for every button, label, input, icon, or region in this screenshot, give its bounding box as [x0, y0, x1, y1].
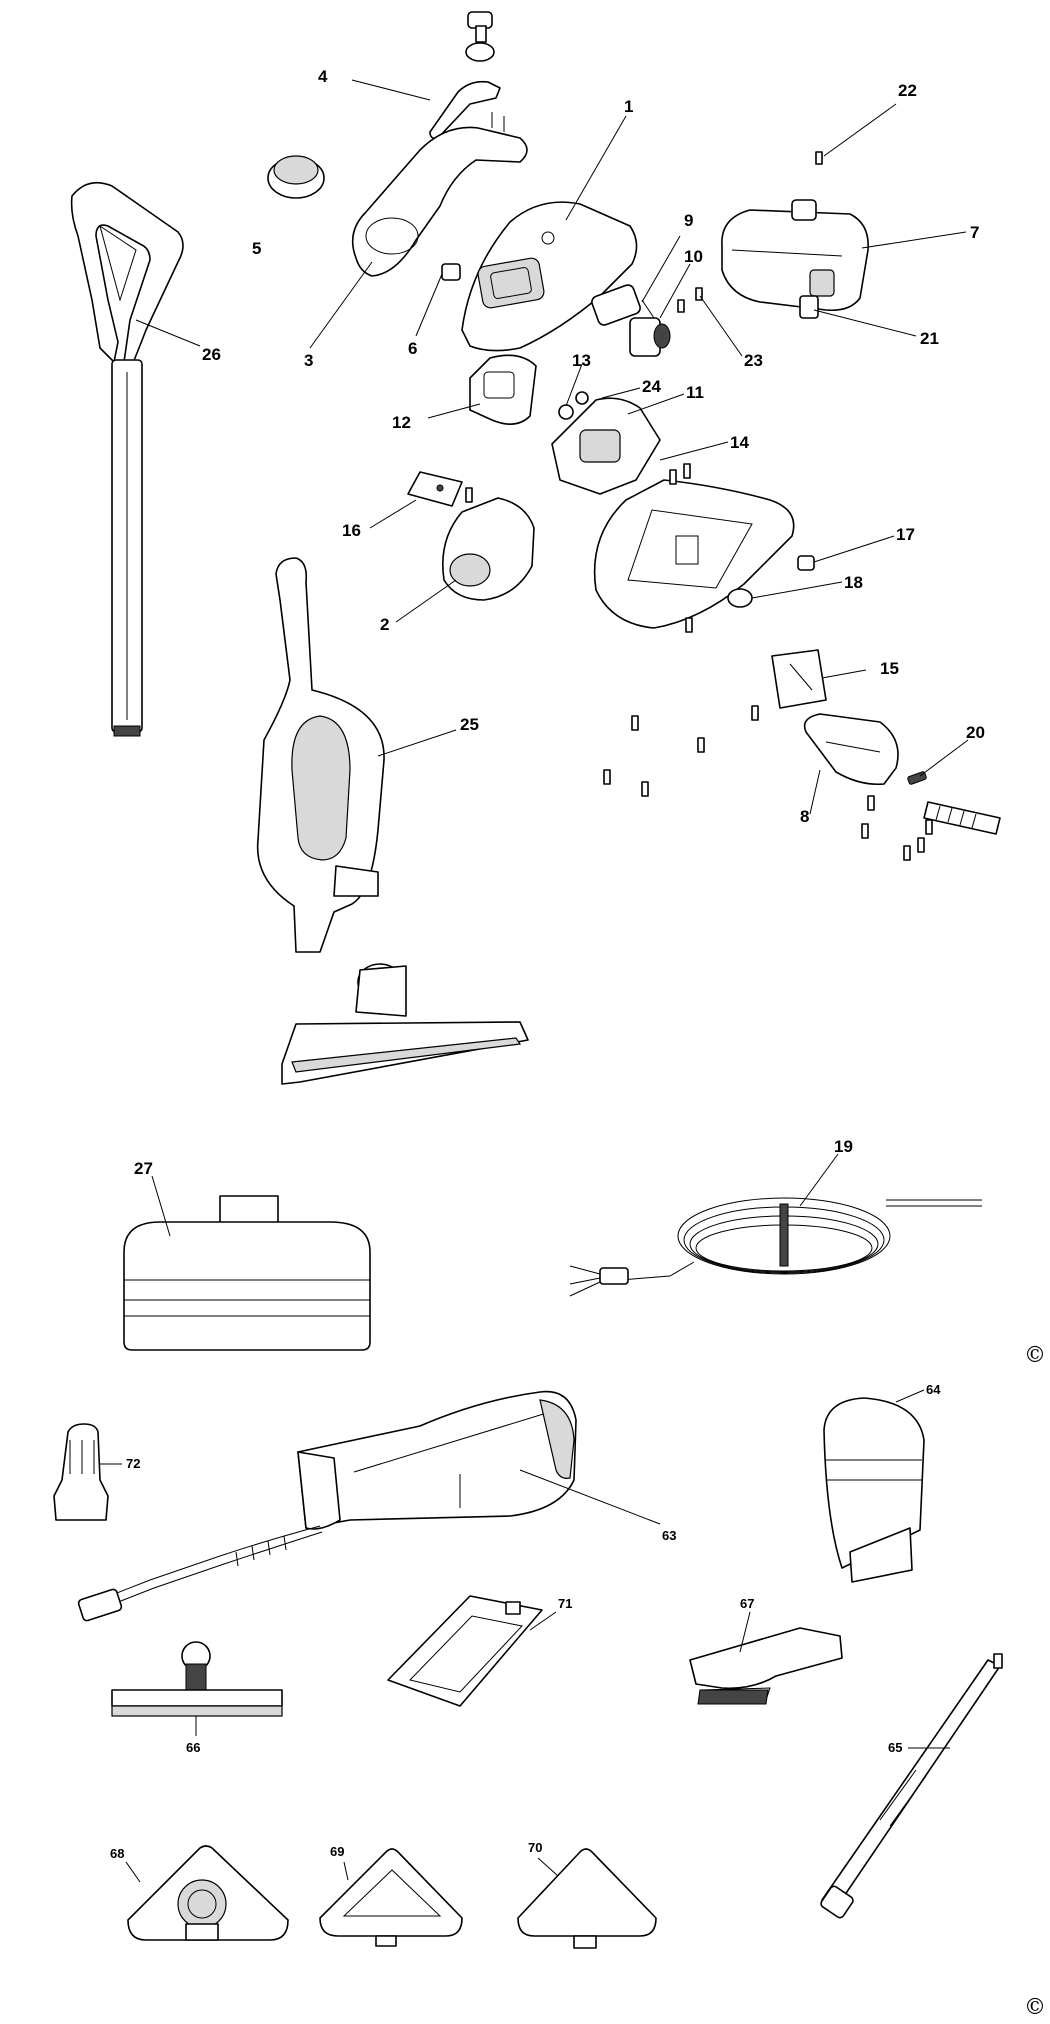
label-part-65: 65 [888, 1740, 902, 1755]
part-15-board [771, 649, 827, 709]
label-part-17: 17 [896, 525, 915, 544]
label-part-21: 21 [920, 329, 939, 348]
label-part-67: 67 [740, 1596, 754, 1611]
part-26-handle-pole [70, 181, 184, 737]
label-part-7: 7 [970, 223, 979, 242]
label-part-70: 70 [528, 1840, 542, 1855]
leader-lines [100, 79, 969, 1883]
copyright-mark-2: © [1024, 1995, 1046, 2020]
label-part-63: 63 [662, 1528, 676, 1543]
label-part-68: 68 [110, 1846, 124, 1861]
part-23-screw [677, 287, 703, 313]
label-part-4: 4 [318, 67, 328, 86]
label-part-26: 26 [202, 345, 221, 364]
label-part-25: 25 [460, 715, 479, 734]
part-11-valve-assembly [551, 391, 661, 495]
label-part-5: 5 [252, 239, 261, 258]
label-part-10: 10 [684, 247, 703, 266]
part-8-base-plate [803, 713, 899, 786]
part-71-frame [387, 1595, 543, 1707]
label-part-9: 9 [684, 211, 693, 230]
label-part-12: 12 [392, 413, 411, 432]
label-part-22: 22 [898, 81, 917, 100]
part-69-triangle-frame [319, 1848, 463, 1947]
part-66-floor-head [111, 1641, 283, 1717]
label-part-24: 24 [642, 377, 661, 396]
label-part-64: 64 [926, 1382, 941, 1397]
part-64-glove [823, 1397, 925, 1583]
label-part-8: 8 [800, 807, 809, 826]
part-12-bracket [469, 354, 537, 425]
label-part-69: 69 [330, 1844, 344, 1859]
label-part-2: 2 [380, 615, 389, 634]
part-72-nozzle [53, 1423, 109, 1521]
label-part-1: 1 [624, 97, 633, 116]
part-70-triangle-pad [517, 1848, 657, 1949]
part-18-knob [727, 588, 753, 608]
part-7-water-tank [721, 199, 869, 319]
part-63-hand-unit [77, 1390, 577, 1622]
label-part-19: 19 [834, 1137, 853, 1156]
part-3-handle-frame [351, 126, 528, 277]
callout-labels: 1 2 3 4 5 6 7 8 9 10 11 12 13 14 15 16 1… [110, 67, 985, 1861]
part-2-boiler-housing [442, 487, 535, 601]
label-part-71: 71 [558, 1596, 572, 1611]
label-part-72: 72 [126, 1456, 140, 1471]
loose-screws [603, 617, 933, 861]
part-25-mop-body [256, 557, 529, 1085]
part-22-screw [815, 151, 823, 165]
part-19-mains-cord [569, 1197, 982, 1297]
part-9-10-pump [591, 284, 671, 357]
label-part-11: 11 [686, 383, 704, 402]
part-65-extension-tube [820, 1653, 1003, 1919]
label-part-3: 3 [304, 351, 313, 370]
part-67-brush [689, 1627, 843, 1705]
label-part-16: 16 [342, 521, 361, 540]
part-6-clip [441, 263, 461, 281]
label-part-13: 13 [572, 351, 591, 370]
part-68-triangle-head [127, 1845, 289, 1941]
label-part-6: 6 [408, 339, 417, 358]
part-4-upper-cover [429, 11, 505, 140]
label-part-20: 20 [966, 723, 985, 742]
part-14-base-housing [593, 463, 795, 629]
part-27-cloth-pad [123, 1195, 371, 1351]
label-part-18: 18 [844, 573, 863, 592]
label-part-27: 27 [134, 1159, 153, 1178]
part-5-cap [267, 155, 325, 199]
label-part-66: 66 [186, 1740, 200, 1755]
copyright-mark-1: © [1024, 1343, 1046, 1368]
label-part-15: 15 [880, 659, 899, 678]
label-part-23: 23 [744, 351, 763, 370]
part-17-clip [797, 555, 815, 571]
part-1-housing-top [461, 201, 638, 352]
part-hose-connector-small [923, 801, 1001, 835]
part-16-pcb [407, 471, 463, 507]
label-part-14: 14 [730, 433, 749, 452]
